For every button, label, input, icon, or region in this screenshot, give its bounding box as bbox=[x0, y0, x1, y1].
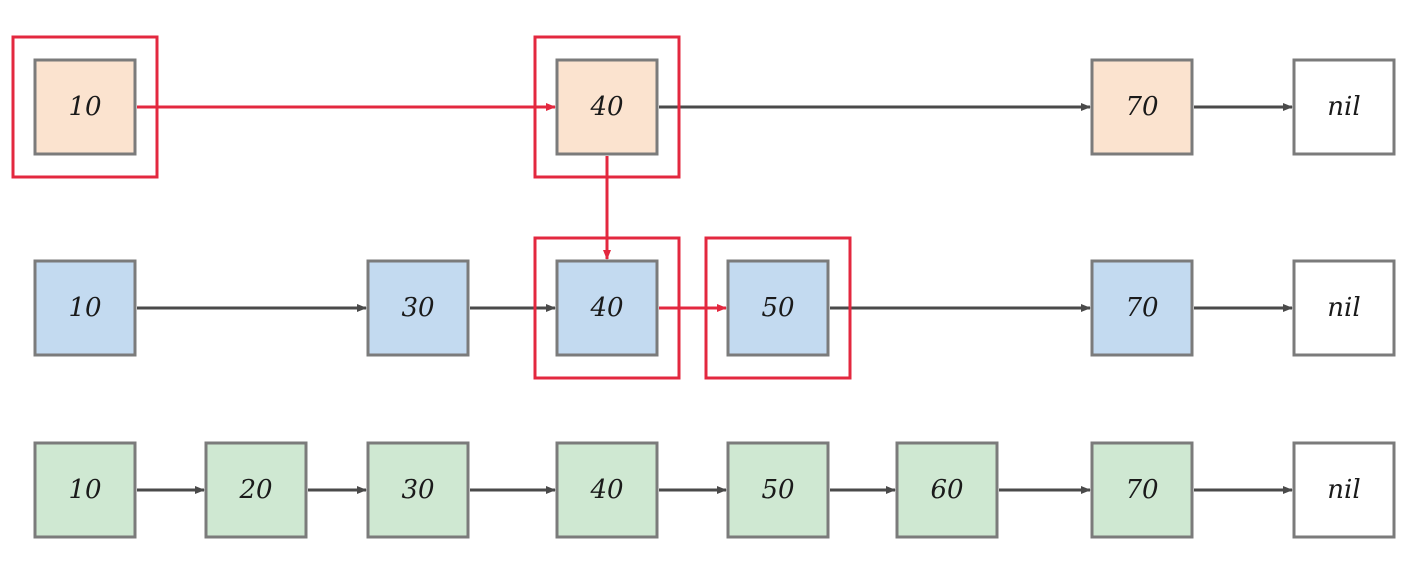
node-bottom-40: 40 bbox=[555, 441, 659, 539]
links-layer bbox=[137, 103, 1293, 494]
node-top-nil: nil bbox=[1292, 58, 1396, 156]
node-top-70: 70 bbox=[1090, 58, 1194, 156]
node-label-top-nil: nil bbox=[1327, 92, 1360, 122]
node-bottom-20: 20 bbox=[204, 441, 308, 539]
node-box-bottom-50 bbox=[726, 441, 830, 539]
node-box-middle-50 bbox=[726, 259, 830, 357]
node-box-top-70 bbox=[1090, 58, 1194, 156]
node-top-10: 10 bbox=[33, 58, 137, 156]
node-box-bottom-10 bbox=[33, 441, 137, 539]
node-label-middle-40: 40 bbox=[589, 293, 623, 323]
node-box-middle-30 bbox=[366, 259, 470, 357]
node-middle-nil: nil bbox=[1292, 259, 1396, 357]
node-middle-10: 10 bbox=[33, 259, 137, 357]
highlight-top-10 bbox=[11, 35, 159, 179]
node-label-bottom-10: 10 bbox=[68, 475, 101, 505]
node-label-middle-30: 30 bbox=[401, 293, 434, 323]
node-middle-70: 70 bbox=[1090, 259, 1194, 357]
node-label-top-40: 40 bbox=[589, 92, 623, 122]
node-box-bottom-60 bbox=[895, 441, 999, 539]
node-box-bottom-30 bbox=[366, 441, 470, 539]
node-bottom-10: 10 bbox=[33, 441, 137, 539]
node-label-bottom-70: 70 bbox=[1125, 475, 1158, 505]
node-middle-40: 40 bbox=[555, 259, 659, 357]
node-label-middle-nil: nil bbox=[1327, 293, 1360, 323]
node-label-top-70: 70 bbox=[1125, 92, 1158, 122]
node-box-bottom-70 bbox=[1090, 441, 1194, 539]
highlight-top-40 bbox=[533, 35, 681, 179]
node-box-bottom-nil bbox=[1292, 441, 1396, 539]
node-middle-30: 30 bbox=[366, 259, 470, 357]
node-box-bottom-40 bbox=[555, 441, 659, 539]
node-label-top-10: 10 bbox=[68, 92, 101, 122]
node-box-middle-10 bbox=[33, 259, 137, 357]
node-label-bottom-60: 60 bbox=[930, 475, 963, 505]
node-box-middle-70 bbox=[1090, 259, 1194, 357]
node-label-middle-70: 70 bbox=[1125, 293, 1158, 323]
node-bottom-70: 70 bbox=[1090, 441, 1194, 539]
node-bottom-50: 50 bbox=[726, 441, 830, 539]
node-bottom-60: 60 bbox=[895, 441, 999, 539]
node-label-middle-50: 50 bbox=[761, 293, 794, 323]
node-box-top-nil bbox=[1292, 58, 1396, 156]
node-label-bottom-nil: nil bbox=[1327, 475, 1360, 505]
node-bottom-30: 30 bbox=[366, 441, 470, 539]
node-label-bottom-40: 40 bbox=[589, 475, 623, 505]
highlight-middle-50 bbox=[704, 236, 852, 380]
node-box-bottom-20 bbox=[204, 441, 308, 539]
node-label-bottom-30: 30 bbox=[401, 475, 434, 505]
node-box-top-10 bbox=[33, 58, 137, 156]
node-middle-50: 50 bbox=[726, 259, 830, 357]
node-label-bottom-20: 20 bbox=[238, 475, 272, 505]
nodes-layer: 10 40 70 nil 10 30 40 50 70 nil 10 20 30 40 50 60 70 nil bbox=[33, 58, 1396, 539]
highlight-layer bbox=[11, 35, 852, 380]
highlight-middle-40 bbox=[533, 236, 681, 380]
node-bottom-nil: nil bbox=[1292, 441, 1396, 539]
node-box-middle-nil bbox=[1292, 259, 1396, 357]
node-label-bottom-50: 50 bbox=[761, 475, 794, 505]
node-box-top-40 bbox=[555, 58, 659, 156]
node-label-middle-10: 10 bbox=[68, 293, 101, 323]
node-top-40: 40 bbox=[555, 58, 659, 156]
node-box-middle-40 bbox=[555, 259, 659, 357]
